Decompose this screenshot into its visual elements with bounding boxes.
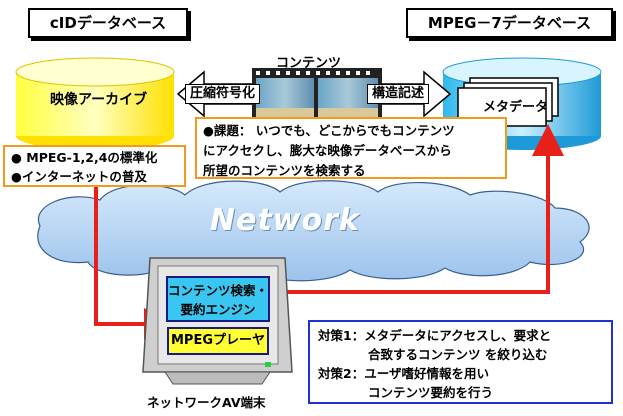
left-db-title: cIDデータベース [28, 8, 188, 38]
measures-box: 対策1：メタデータにアクセスし、要求と 合致するコンテンツ を絞り込む 対策2：… [308, 320, 613, 404]
archive-cylinder [15, 57, 175, 150]
issue-text: ●課題： いつでも、どこからでもコンテンツ にアクセクし、膨大な映像データベース… [203, 123, 455, 178]
compression-label: 圧縮符号化 [185, 84, 261, 104]
mpeg-player-panel: MPEGプレーヤ [167, 327, 269, 355]
contents-label: コンテンツ [276, 56, 342, 71]
terminal-caption: ネットワークAV端末 [147, 395, 266, 410]
issue-box: ●課題： いつでも、どこからでもコンテンツ にアクセクし、膨大な映像データベース… [195, 117, 507, 179]
terminal-to-metadata-arrow [276, 124, 564, 294]
archive-to-terminal-arrow [94, 150, 176, 340]
metadata-label: メタデータ [483, 100, 549, 115]
archive-label: 映像アーカイブ [50, 92, 148, 108]
structure-description-label: 構造記述 [367, 84, 430, 104]
right-db-title: MPEG－7データベース [406, 8, 613, 38]
standards-box: ● MPEG-1,2,4の標準化 ●インターネットの普及 [3, 145, 186, 187]
search-engine-panel: コンテンツ検索・ 要約エンジン [166, 276, 270, 322]
network-label: Network [210, 203, 360, 238]
